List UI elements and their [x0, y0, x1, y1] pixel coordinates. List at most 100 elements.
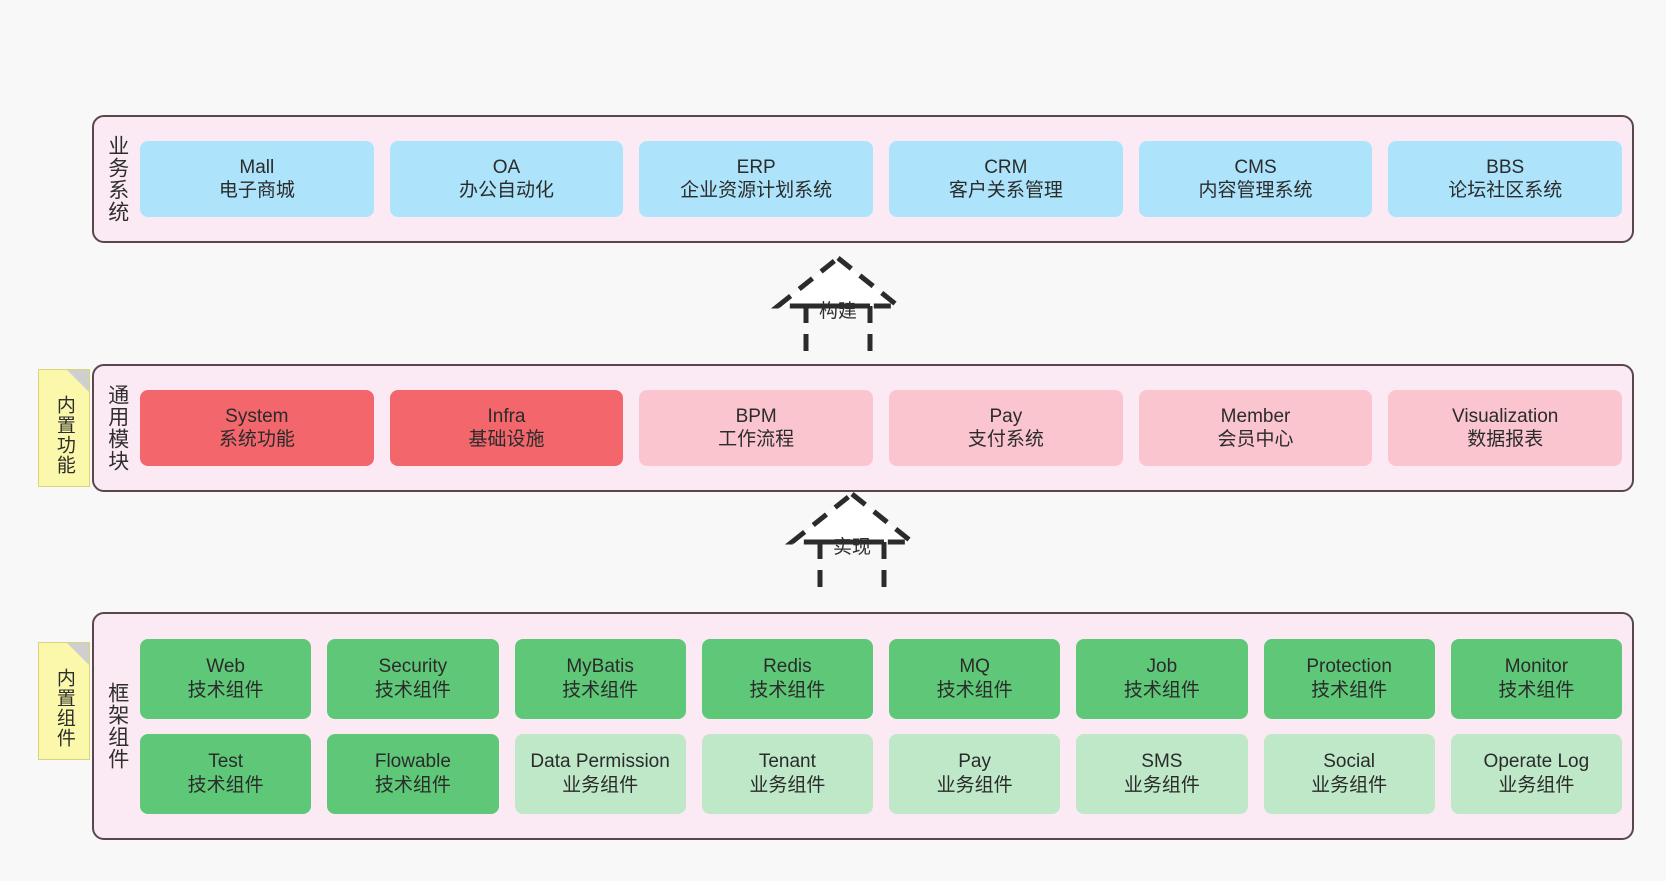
note-label: 内置功能	[53, 395, 75, 475]
node-title: SMS	[1141, 751, 1183, 773]
node-monitor[interactable]: Monitor 技术组件	[1450, 638, 1622, 719]
node-title: Security	[378, 656, 448, 678]
node-mall[interactable]: Mall 电子商城	[140, 141, 374, 217]
node-subtitle: 业务组件	[1498, 774, 1575, 796]
node-title: Social	[1323, 751, 1375, 773]
node-subtitle: 支付系统	[967, 429, 1044, 450]
node-subtitle: 技术组件	[1311, 679, 1388, 701]
node-tenant[interactable]: Tenant 业务组件	[701, 733, 873, 814]
node-system[interactable]: System 系统功能	[140, 390, 374, 466]
node-subtitle: 技术组件	[187, 774, 264, 796]
node-title: Mall	[239, 156, 275, 178]
node-title: Redis	[763, 656, 812, 678]
node-title: CMS	[1234, 156, 1277, 178]
node-flowable[interactable]: Flowable 技术组件	[327, 733, 499, 814]
node-subtitle: 业务组件	[749, 774, 826, 796]
node-subtitle: 业务组件	[562, 774, 639, 796]
node-subtitle: 技术组件	[1498, 679, 1575, 701]
node-title: OA	[492, 156, 521, 178]
node-subtitle: 技术组件	[374, 679, 451, 701]
node-title: MyBatis	[566, 656, 634, 678]
node-subtitle: 系统功能	[218, 429, 295, 450]
node-bpm[interactable]: BPM 工作流程	[639, 390, 874, 466]
node-sms[interactable]: SMS 业务组件	[1076, 733, 1248, 814]
node-subtitle: 会员中心	[1217, 429, 1294, 450]
node-web[interactable]: Web 技术组件	[140, 638, 312, 719]
node-operate-log[interactable]: Operate Log 业务组件	[1450, 733, 1622, 814]
note-fold-icon	[67, 370, 89, 392]
node-subtitle: 技术组件	[749, 679, 826, 701]
layer-business-title: 业务系统	[105, 135, 129, 223]
node-subtitle: 办公自动化	[459, 180, 555, 201]
node-row: Web 技术组件 Security 技术组件 MyBatis 技术组件 Redi…	[140, 638, 1622, 719]
node-mybatis[interactable]: MyBatis 技术组件	[514, 638, 686, 719]
generalization-arrow-icon	[770, 254, 906, 356]
node-title: ERP	[736, 156, 776, 178]
node-title: Visualization	[1452, 405, 1559, 427]
connector-implement: 实现	[762, 488, 942, 592]
node-title: Pay	[958, 751, 991, 773]
node-title: CRM	[984, 156, 1028, 178]
layer-common-title: 通用模块	[105, 384, 129, 472]
node-title: BBS	[1486, 156, 1525, 178]
node-row: Test 技术组件 Flowable 技术组件 Data Permission …	[140, 733, 1622, 814]
note-builtin-functions: 内置功能	[38, 369, 90, 487]
node-subtitle: 论坛社区系统	[1448, 180, 1563, 201]
layer-business-systems: 业务系统 Mall 电子商城 OA 办公自动化 ERP 企业资源计划系统 CRM…	[92, 115, 1634, 243]
node-bbs[interactable]: BBS 论坛社区系统	[1388, 141, 1623, 217]
node-mq[interactable]: MQ 技术组件	[889, 638, 1061, 719]
node-security[interactable]: Security 技术组件	[327, 638, 499, 719]
node-title: Job	[1146, 656, 1178, 678]
node-pay-module[interactable]: Pay 支付系统	[889, 390, 1123, 466]
node-subtitle: 业务组件	[936, 774, 1013, 796]
layer-framework-body: Web 技术组件 Security 技术组件 MyBatis 技术组件 Redi…	[140, 614, 1632, 838]
node-cms[interactable]: CMS 内容管理系统	[1138, 141, 1373, 217]
node-title: Test	[208, 751, 244, 773]
note-label: 内置组件	[53, 668, 75, 748]
node-test[interactable]: Test 技术组件	[140, 733, 312, 814]
node-protection[interactable]: Protection 技术组件	[1263, 638, 1435, 719]
node-infra[interactable]: Infra 基础设施	[389, 390, 624, 466]
node-title: Data Permission	[530, 751, 670, 773]
layer-framework-components: 框架组件 Web 技术组件 Security 技术组件 MyBatis 技术组件…	[92, 612, 1634, 840]
node-title: Tenant	[758, 751, 816, 773]
node-data-permission[interactable]: Data Permission 业务组件	[514, 733, 686, 814]
node-job[interactable]: Job 技术组件	[1076, 638, 1248, 719]
layer-business-body: Mall 电子商城 OA 办公自动化 ERP 企业资源计划系统 CRM 客户关系…	[140, 117, 1632, 241]
node-redis[interactable]: Redis 技术组件	[701, 638, 873, 719]
node-title: Infra	[487, 405, 526, 427]
node-title: Monitor	[1504, 656, 1569, 678]
node-title: Protection	[1306, 656, 1392, 678]
node-title: Member	[1220, 405, 1291, 427]
node-subtitle: 技术组件	[562, 679, 639, 701]
node-row: Mall 电子商城 OA 办公自动化 ERP 企业资源计划系统 CRM 客户关系…	[140, 141, 1623, 217]
node-subtitle: 客户关系管理	[948, 180, 1063, 201]
node-pay-component[interactable]: Pay 业务组件	[889, 733, 1061, 814]
generalization-arrow-icon	[784, 490, 920, 592]
note-builtin-components: 内置组件	[38, 642, 90, 760]
node-subtitle: 业务组件	[1123, 774, 1200, 796]
layer-common-body: System 系统功能 Infra 基础设施 BPM 工作流程 Pay 支付系统…	[140, 366, 1632, 490]
layer-common-modules: 通用模块 System 系统功能 Infra 基础设施 BPM 工作流程 Pay…	[92, 364, 1634, 492]
connector-build-label: 构建	[818, 301, 858, 322]
node-member[interactable]: Member 会员中心	[1138, 390, 1373, 466]
node-social[interactable]: Social 业务组件	[1263, 733, 1435, 814]
node-subtitle: 企业资源计划系统	[680, 180, 833, 201]
node-subtitle: 基础设施	[468, 429, 545, 450]
layer-framework-title: 框架组件	[105, 682, 129, 770]
node-subtitle: 电子商城	[218, 180, 295, 201]
node-subtitle: 技术组件	[936, 679, 1013, 701]
node-subtitle: 数据报表	[1467, 429, 1544, 450]
node-oa[interactable]: OA 办公自动化	[389, 141, 624, 217]
node-title: Pay	[989, 405, 1023, 427]
node-title: Web	[206, 656, 245, 678]
note-fold-icon	[67, 643, 89, 665]
node-subtitle: 技术组件	[187, 679, 264, 701]
node-row: System 系统功能 Infra 基础设施 BPM 工作流程 Pay 支付系统…	[140, 390, 1623, 466]
node-visualization[interactable]: Visualization 数据报表	[1388, 390, 1623, 466]
node-erp[interactable]: ERP 企业资源计划系统	[639, 141, 874, 217]
node-crm[interactable]: CRM 客户关系管理	[889, 141, 1123, 217]
node-title: System	[225, 405, 289, 427]
node-subtitle: 技术组件	[1123, 679, 1200, 701]
